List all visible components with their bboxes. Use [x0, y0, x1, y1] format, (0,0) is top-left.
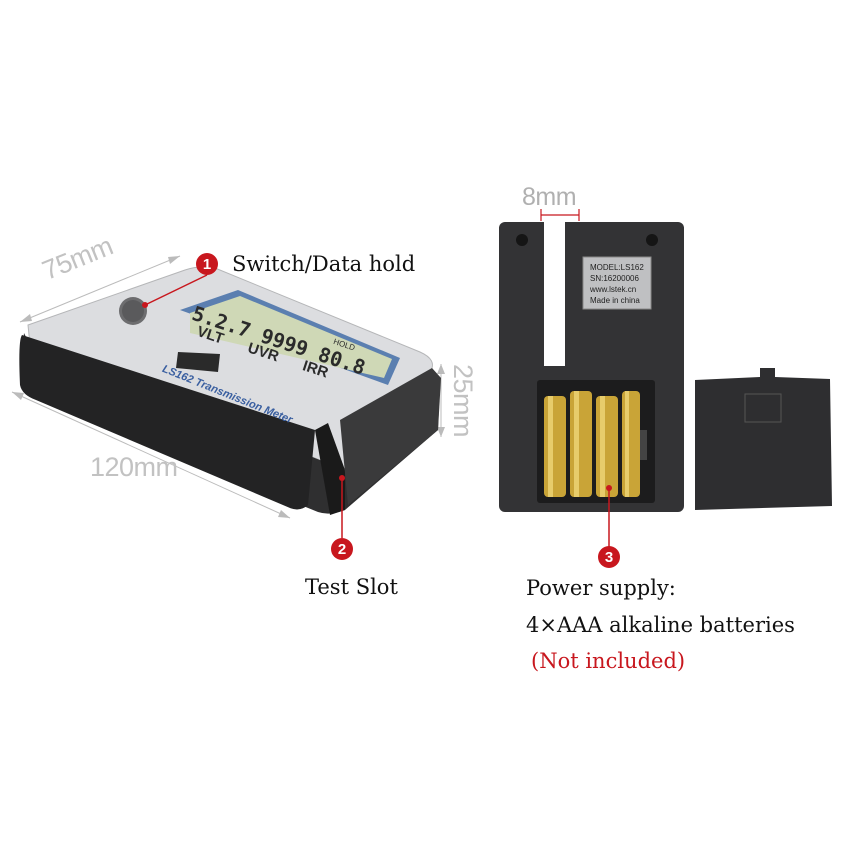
power-supply-batteries: 4×AAA alkaline batteries	[526, 613, 795, 637]
label-made: Made in china	[590, 296, 640, 305]
device-label: MODEL:LS162 SN:16200006 www.lstek.cn Mad…	[590, 262, 644, 306]
callout-test-slot-text: Test Slot	[305, 575, 398, 599]
label-model: MODEL:LS162	[590, 263, 644, 272]
label-sn: SN:16200006	[590, 274, 639, 283]
dim-8mm: 8mm	[522, 183, 577, 211]
dim-120mm: 120mm	[90, 452, 178, 482]
callout-badge-2: 2	[331, 538, 353, 560]
callout-badge-1: 1	[196, 253, 218, 275]
battery-cover	[695, 368, 832, 510]
power-supply-note: (Not included)	[531, 649, 686, 673]
callout-badge-3: 3	[598, 546, 620, 568]
callout-switch-text: Switch/Data hold	[232, 252, 416, 276]
aaa-batteries	[544, 391, 640, 497]
power-supply-title: Power supply:	[526, 576, 676, 600]
label-url: www.lstek.cn	[590, 285, 637, 294]
